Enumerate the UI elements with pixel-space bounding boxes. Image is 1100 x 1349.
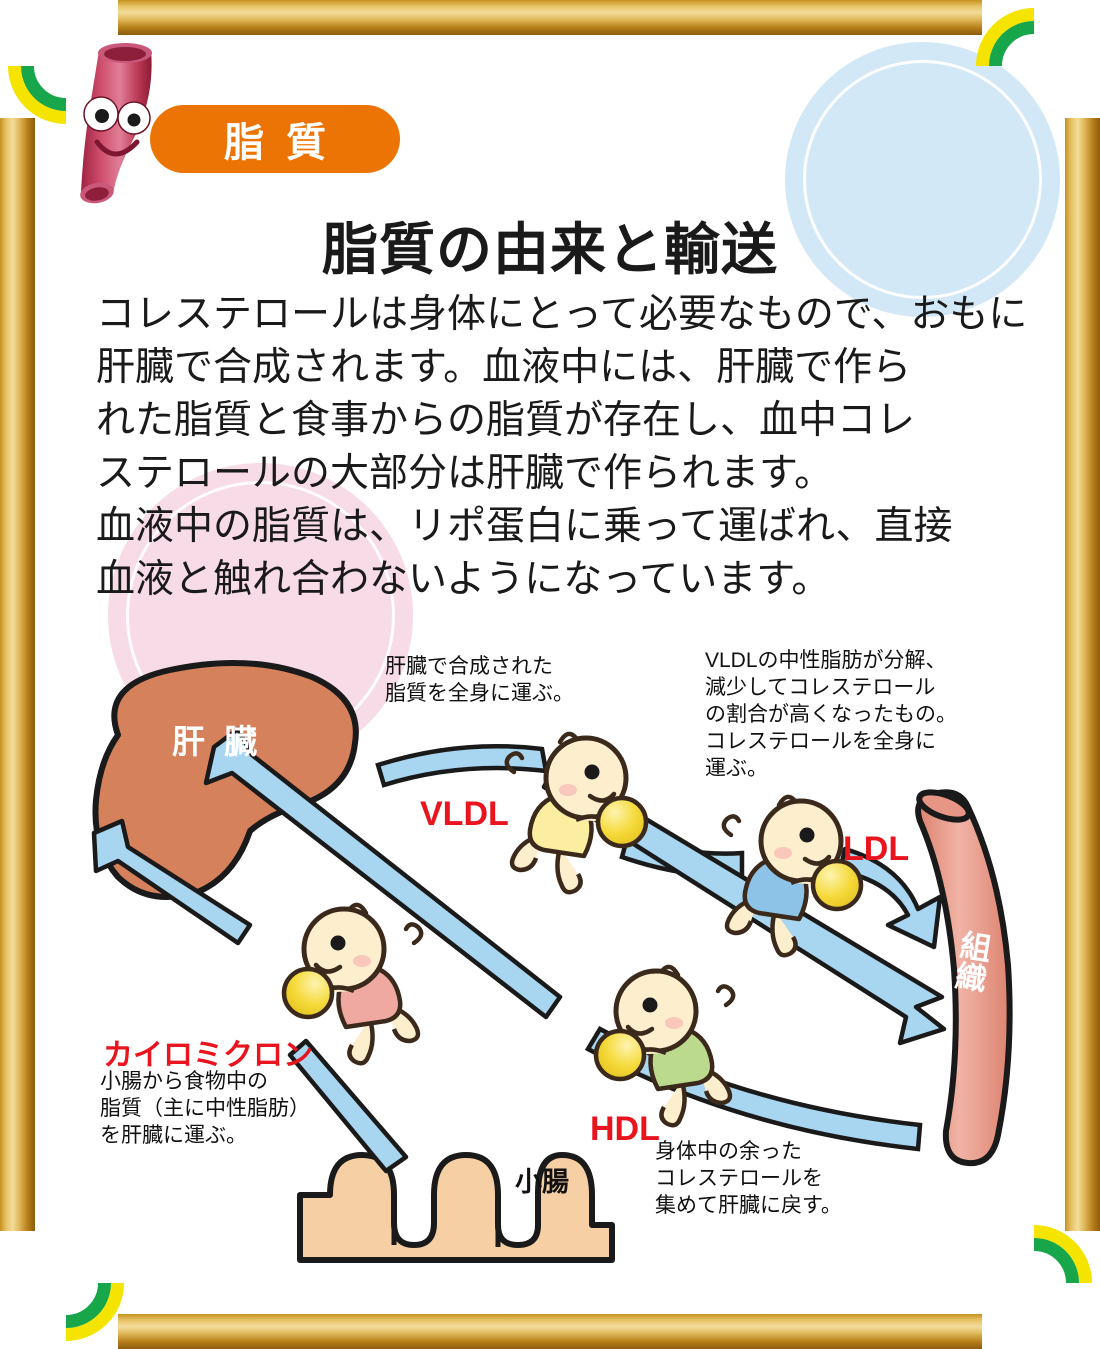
character-chylomicron — [281, 902, 424, 1066]
intro-line: れた脂質と食事からの脂質が存在し、血中コレ — [96, 399, 916, 442]
lipoprotein-label-ldl: LDL — [843, 830, 910, 868]
frame-bar-right — [1065, 118, 1100, 1231]
arrow-ldl-to-tissue — [837, 846, 943, 950]
frame-arc-green — [989, 21, 1079, 111]
arrow-chylomicron-to-liver — [91, 818, 253, 946]
intro-line: 血液と触れ合わないようになっています。 — [96, 558, 831, 601]
frame-bar-top — [118, 0, 982, 35]
frame-arc-yellow — [976, 8, 1092, 124]
category-badge-label: 脂質 — [224, 121, 348, 165]
organ-label-liver: 肝 臓 — [172, 723, 263, 760]
frame-elbow-top-left-h — [118, 0, 122, 35]
page-title: 脂質の由来と輸送 — [322, 218, 778, 281]
frame-corner-bottom-right — [976, 1225, 1092, 1341]
background-circle-blue — [785, 42, 1060, 317]
lipid-ball-icon — [593, 1028, 647, 1082]
blood-vessel-mascot-icon — [75, 42, 195, 204]
lipid-transport-diagram: 肝 臓 小腸 組織 VLDL LDL HDL カイロミクロン 肝臓で合成された … — [0, 625, 1100, 1305]
note-vldl: 肝臓で合成された 脂質を全身に運ぶ。 — [385, 655, 574, 705]
note-ldl: VLDLの中性脂肪が分解、 減少してコレステロール の割合が高くなったもの。 コ… — [705, 649, 957, 780]
arrow-hdl-to-liver — [203, 726, 563, 1020]
intro-line: ステロールの大部分は肝臓で作られます。 — [96, 452, 834, 495]
arrow-intestine-to-chylomicron — [287, 1038, 409, 1174]
character-hdl — [593, 964, 736, 1128]
arrow-liver-to-vldl — [375, 744, 549, 788]
intro-paragraph: コレステロールは身体にとって必要なもので、おもに 肝臓で合成されます。血液中には… — [96, 288, 1028, 606]
background-circle-blue-ring — [803, 60, 1042, 299]
diagram-canvas — [91, 659, 1013, 1263]
lipoprotein-label-vldl: VLDL — [420, 795, 509, 833]
arrow-tissue-to-hdl — [584, 1025, 923, 1152]
organ-label-small-intestine: 小腸 — [515, 1167, 569, 1197]
lipoprotein-label-chylomicron: カイロミクロン — [103, 1039, 313, 1072]
category-badge: 脂質 — [150, 105, 400, 173]
character-ldl — [721, 794, 864, 958]
intro-line: 血液中の脂質は、リポ蛋白に乗って運ばれ、直接 — [96, 505, 953, 548]
note-hdl: 身体中の余った コレステロールを 集めて肝臓に戻す。 — [655, 1140, 842, 1217]
frame-bar-left — [0, 118, 35, 1231]
intro-line: 肝臓で合成されます。血液中には、肝臓で作ら — [96, 346, 912, 389]
organ-tissue — [915, 789, 1013, 1167]
frame-corner-top-right — [976, 8, 1092, 124]
note-chylomicron: 小腸から食物中の 脂質（主に中性脂肪） を肝臓に運ぶ。 — [100, 1070, 310, 1147]
character-vldl — [504, 731, 649, 895]
intro-line: コレステロールは身体にとって必要なもので、おもに — [96, 293, 1028, 336]
lipid-ball-icon — [810, 858, 864, 912]
organ-small-intestine — [297, 1152, 615, 1263]
lipoprotein-label-hdl: HDL — [590, 1110, 660, 1148]
lipid-ball-icon — [595, 795, 649, 849]
frame-bar-bottom — [118, 1314, 982, 1349]
lipid-ball-icon — [281, 966, 335, 1020]
